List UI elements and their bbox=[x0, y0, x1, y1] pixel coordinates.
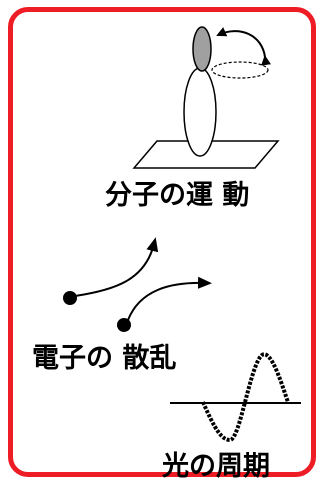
label-light-period: 光の周期 bbox=[162, 451, 270, 482]
electron-1 bbox=[63, 291, 77, 305]
molecule-body-lower bbox=[183, 67, 217, 157]
label-electron-scattering: 電子の 散乱 bbox=[32, 343, 177, 374]
rotation-arrow bbox=[216, 27, 272, 66]
molecule-motion-illustration bbox=[132, 26, 280, 169]
light-wave-illustration bbox=[170, 352, 301, 443]
rotation-ring bbox=[211, 61, 269, 79]
surface-plane bbox=[132, 140, 280, 169]
electron-1-trajectory bbox=[74, 237, 159, 297]
red-rounded-frame bbox=[8, 7, 316, 477]
electron-2 bbox=[117, 318, 131, 332]
electron-scattering-illustration bbox=[63, 237, 212, 332]
label-molecular-motion: 分子の運 動 bbox=[105, 180, 250, 211]
electron-2-trajectory bbox=[127, 276, 212, 321]
sine-wave bbox=[201, 352, 290, 443]
molecule-body-upper bbox=[192, 26, 212, 72]
